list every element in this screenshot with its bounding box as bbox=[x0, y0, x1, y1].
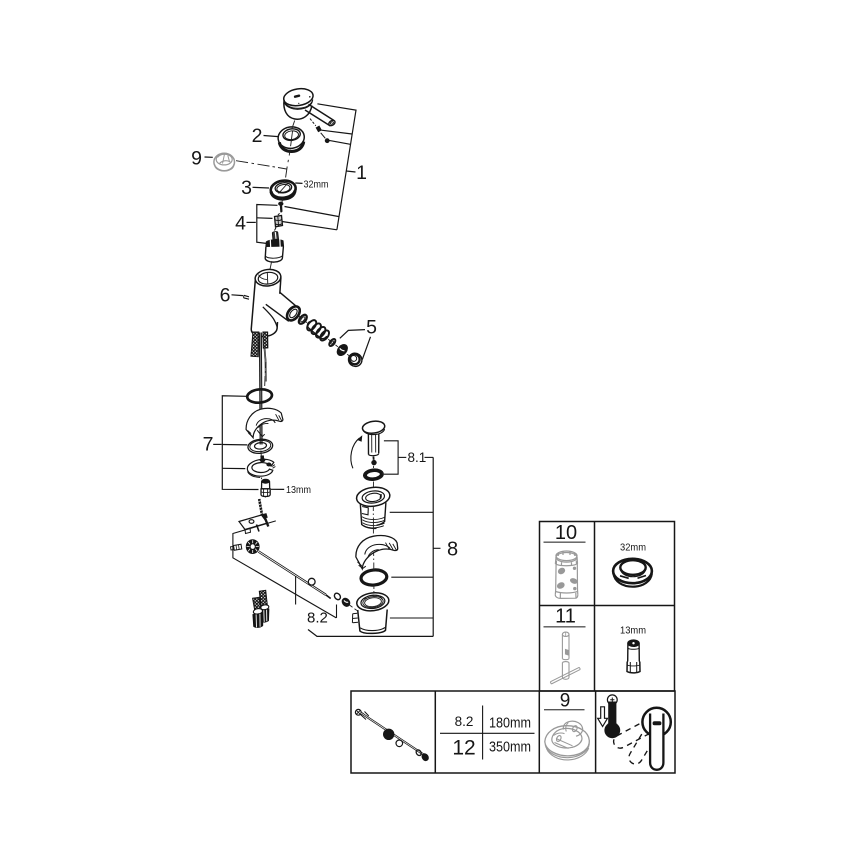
svg-text:2: 2 bbox=[252, 125, 263, 147]
svg-text:3: 3 bbox=[241, 177, 252, 199]
svg-text:9: 9 bbox=[560, 691, 571, 712]
svg-text:11: 11 bbox=[555, 606, 576, 628]
svg-text:8.2: 8.2 bbox=[455, 714, 474, 729]
svg-text:350mm: 350mm bbox=[489, 740, 531, 756]
svg-text:6: 6 bbox=[220, 285, 231, 307]
svg-text:8.1: 8.1 bbox=[408, 450, 427, 465]
svg-text:7: 7 bbox=[203, 434, 214, 456]
svg-text:13mm: 13mm bbox=[620, 625, 646, 637]
svg-text:1: 1 bbox=[356, 162, 367, 184]
svg-text:5: 5 bbox=[366, 317, 377, 339]
svg-text:8: 8 bbox=[447, 539, 458, 561]
svg-text:180mm: 180mm bbox=[489, 716, 531, 732]
svg-text:13mm: 13mm bbox=[286, 484, 311, 496]
svg-text:9: 9 bbox=[191, 148, 202, 170]
svg-text:32mm: 32mm bbox=[304, 178, 329, 190]
svg-text:10: 10 bbox=[555, 522, 577, 544]
svg-text:12: 12 bbox=[452, 737, 475, 760]
svg-text:8.2: 8.2 bbox=[307, 610, 328, 627]
svg-text:32mm: 32mm bbox=[620, 542, 646, 554]
svg-text:4: 4 bbox=[235, 213, 246, 235]
